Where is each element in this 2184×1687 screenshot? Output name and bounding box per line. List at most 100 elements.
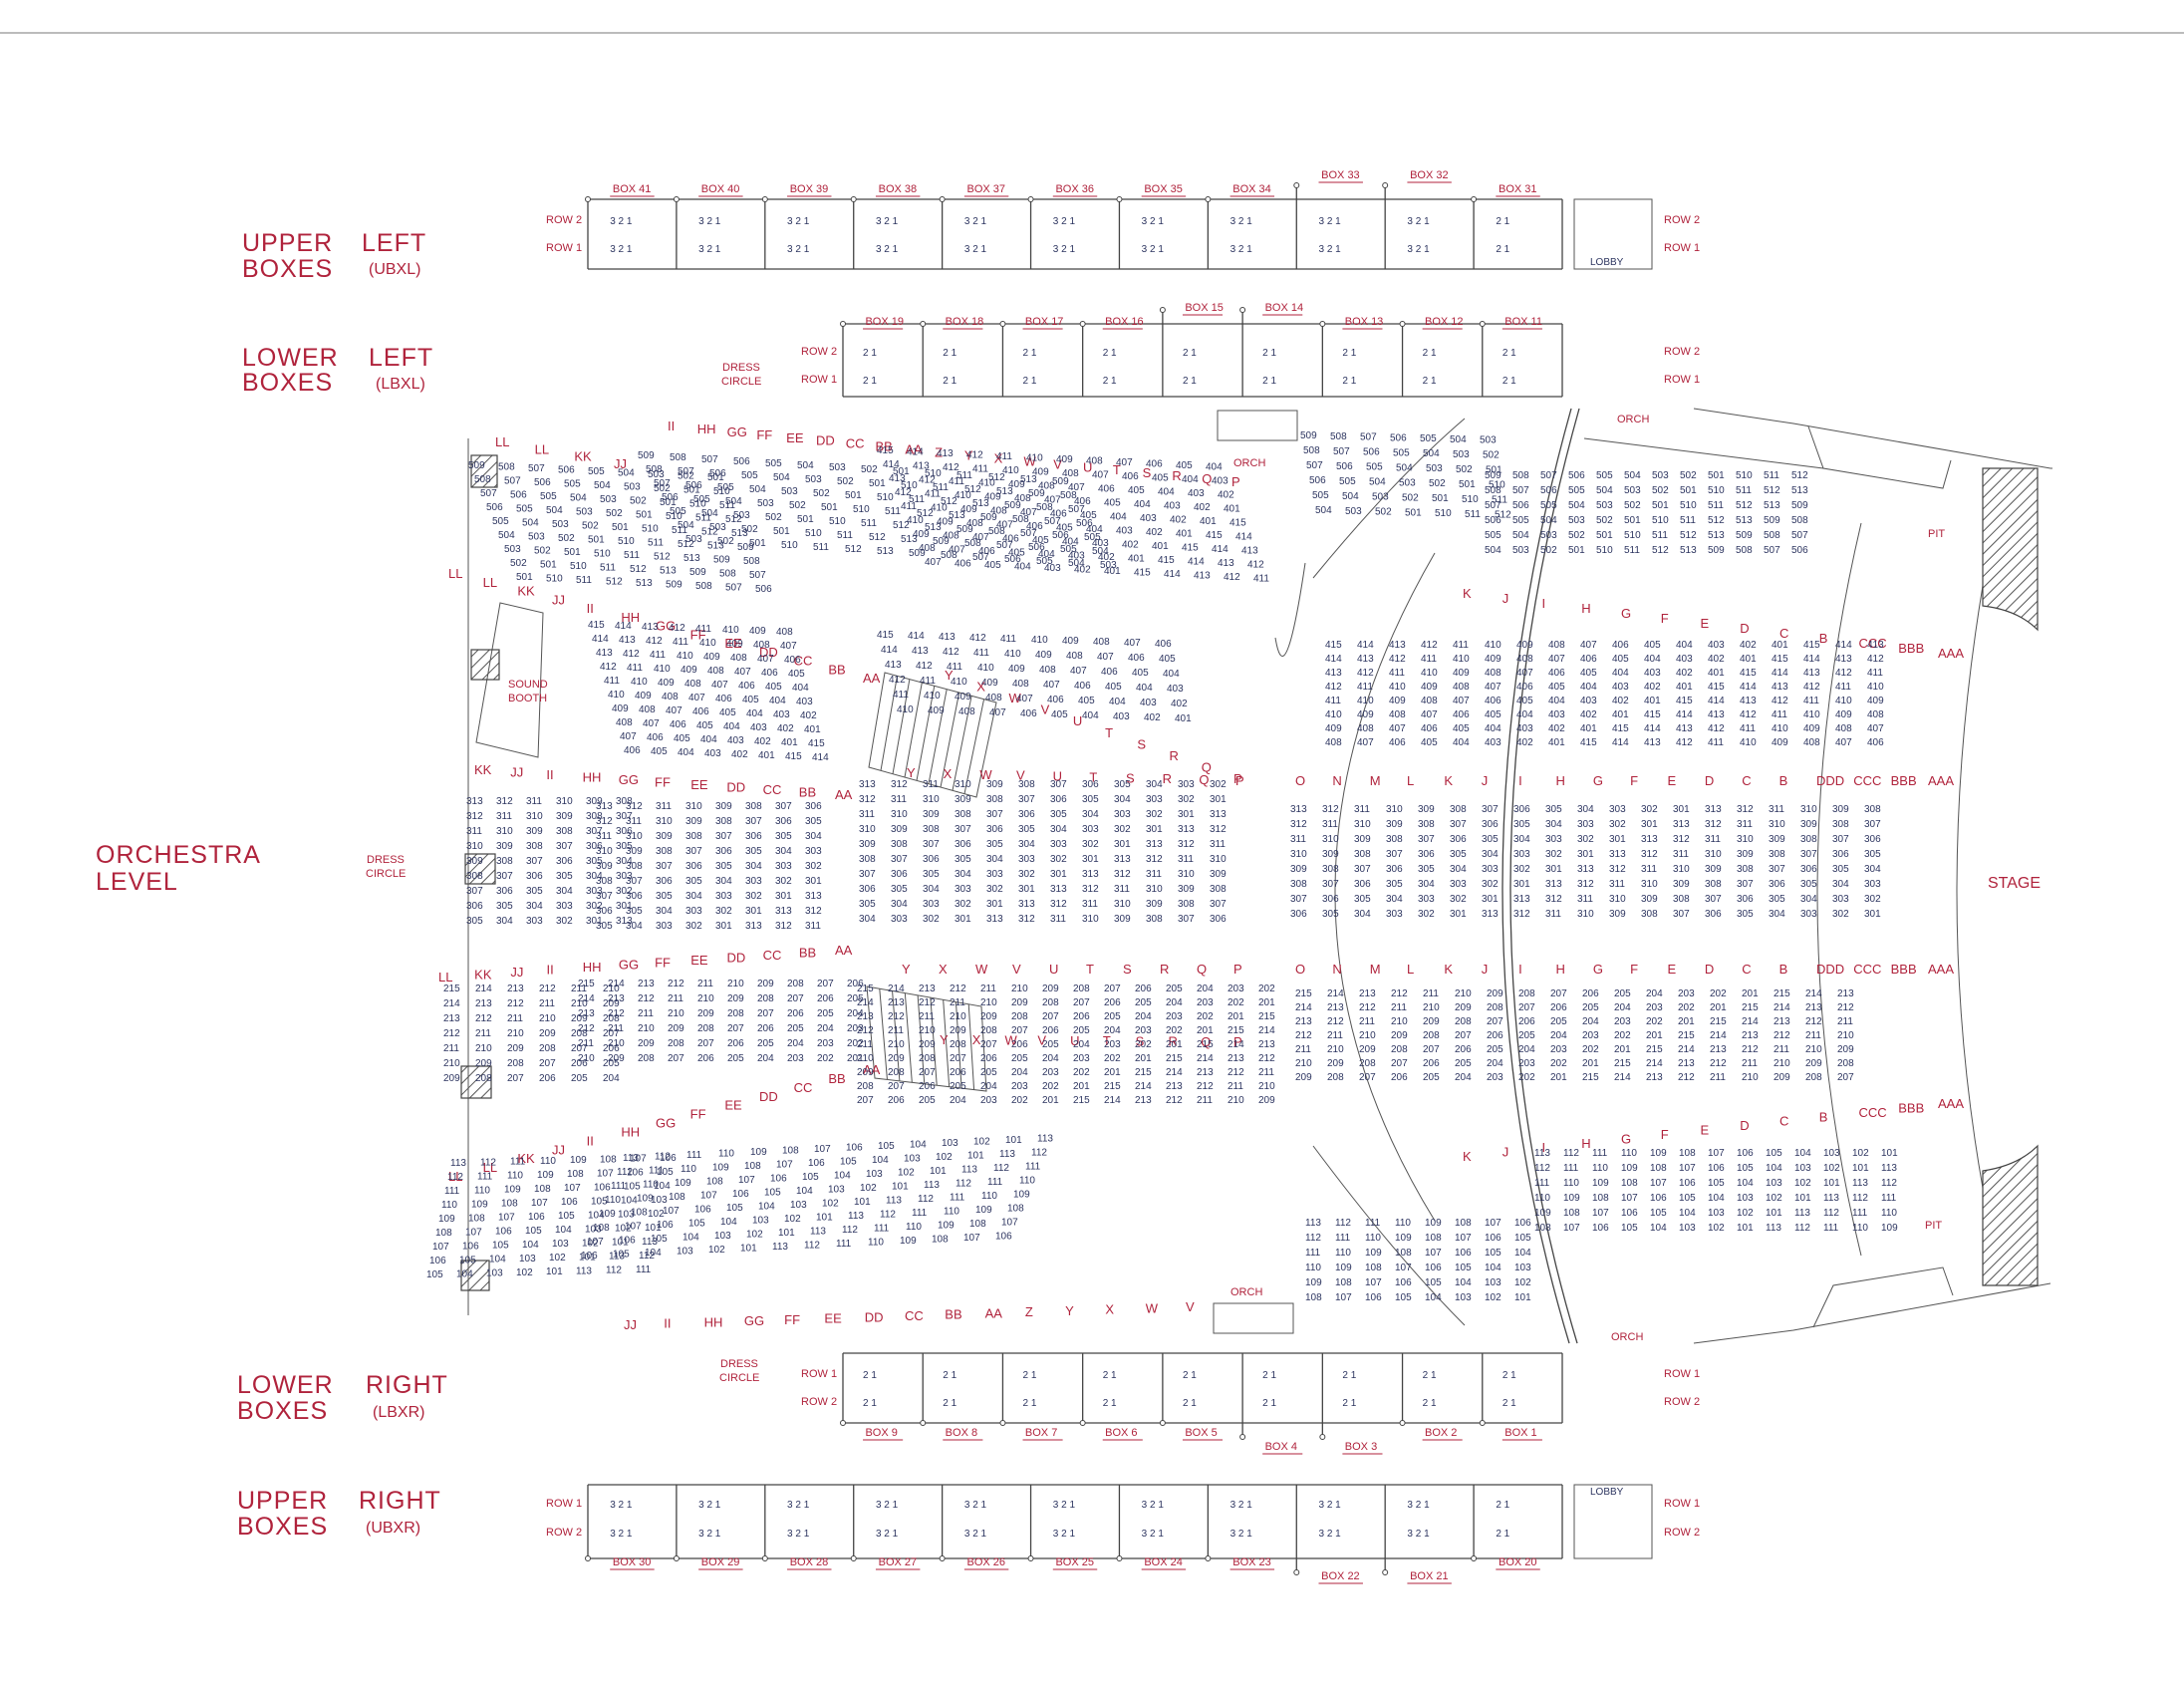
seat-300-center: 307 — [891, 854, 908, 865]
seat-300-right: 302 — [1641, 804, 1658, 815]
seat-400-upper: 412 — [1247, 560, 1264, 571]
seat-100-left: 107 — [630, 1154, 647, 1165]
box-post — [1239, 307, 1246, 313]
row-letter-right-lower: O — [1295, 962, 1305, 977]
seat-200-right: 215 — [1295, 988, 1312, 999]
seat-400-upper: 406 — [1074, 496, 1091, 507]
seat-500-right: 504 — [1396, 462, 1413, 473]
dress-circle-mid-2: CIRCLE — [366, 868, 406, 880]
pit-label-bottom: PIT — [1925, 1220, 1942, 1232]
seat-500-far-right: 501 — [1596, 530, 1613, 541]
seat-500-center: 502 — [741, 524, 758, 535]
seat-100-left: 108 — [600, 1154, 617, 1165]
seat-300-left: 302 — [586, 901, 603, 912]
row-letter-center-a: W — [1008, 691, 1021, 705]
row-letter-bottom: Y — [1065, 1303, 1074, 1318]
seat-100-left: 103 — [585, 1224, 602, 1235]
seat-300-left: 309 — [466, 856, 483, 867]
seat-500-far-right: 512 — [1736, 500, 1753, 511]
seat-400-left: 406 — [624, 745, 641, 756]
seat-500-left: 512 — [654, 552, 671, 563]
seat-400-upper: 407 — [949, 545, 965, 556]
seat-400-right: 407 — [1357, 737, 1374, 748]
row-letter-right-bottom: BBB — [1898, 1100, 1924, 1115]
seat-200-center: 209 — [1011, 997, 1028, 1008]
row-letter-lower-mid: FF — [690, 1107, 706, 1122]
row-letter-center-c: U — [1049, 962, 1058, 977]
seat-100-right-lower: 104 — [1455, 1277, 1472, 1288]
seat-300-right: 301 — [1513, 879, 1530, 890]
seat-300-right: 303 — [1418, 894, 1435, 905]
seat-500-left: 512 — [630, 564, 647, 575]
seat-300-left: 311 — [526, 796, 542, 807]
row-letter-right-upper: CCC — [1853, 773, 1881, 788]
seat-400-center: 409 — [1008, 664, 1025, 675]
box-seats-row-a: 2 1 — [1262, 1370, 1276, 1381]
seat-400-upper: 405 — [1032, 535, 1049, 546]
seat-200-right: 214 — [1327, 988, 1344, 999]
box-post — [1471, 196, 1478, 202]
seat-500-center: 507 — [1044, 516, 1061, 527]
seat-200-center: 202 — [1258, 984, 1275, 994]
seat-300-mid-left: 306 — [596, 906, 613, 917]
seat-300-center: 304 — [923, 884, 940, 895]
box-post — [761, 1555, 768, 1561]
dress-circle-top-2: CIRCLE — [721, 376, 761, 388]
seat-400-left: 402 — [800, 710, 817, 721]
seat-400-upper: 401 — [1128, 554, 1145, 565]
seat-500-left: 505 — [588, 466, 605, 477]
seat-100-left: 106 — [660, 1153, 677, 1164]
seat-200-left: 214 — [475, 984, 492, 994]
seat-100-far-right: 110 — [1592, 1163, 1608, 1174]
seat-500-center: 505 — [741, 470, 758, 481]
seat-400-center: 403 — [1140, 698, 1157, 708]
seat-400-right: 404 — [1516, 709, 1533, 720]
box-seats-row-b: 3 2 1 — [787, 244, 810, 255]
seat-300-mid-left: 311 — [596, 831, 612, 842]
seat-400-right: 414 — [1612, 737, 1629, 748]
box-post — [1471, 1555, 1478, 1561]
seat-300-center: 301 — [1050, 869, 1067, 880]
seat-200-center: 214 — [1228, 1039, 1244, 1050]
seat-300-left: 311 — [496, 811, 512, 822]
seat-300-mid-left: 310 — [626, 831, 643, 842]
seat-500-far-right: 512 — [1708, 515, 1725, 526]
seat-500-center: 511 — [861, 518, 877, 529]
seat-300-center: 305 — [859, 899, 876, 910]
seat-300-center: 313 — [859, 779, 876, 790]
seat-200-center: 208 — [1073, 984, 1090, 994]
lobby-label: LOBBY — [1590, 257, 1624, 268]
seat-100-far-right: 102 — [1737, 1208, 1754, 1219]
seat-500-left: 507 — [528, 463, 545, 474]
seat-300-mid-left: 306 — [656, 876, 673, 887]
seat-400-right: 405 — [1548, 682, 1565, 693]
seat-300-center: 308 — [986, 794, 1003, 805]
seat-400-right: 413 — [1803, 668, 1820, 679]
orch-label-top-right: ORCH — [1617, 414, 1649, 425]
seat-100-center: 108 — [932, 1235, 949, 1246]
seat-100-center: 106 — [657, 1220, 674, 1231]
seat-300-mid-left: 310 — [596, 846, 613, 857]
box-label: BOX 31 — [1499, 183, 1537, 195]
orch-label-bottom-right: ORCH — [1611, 1331, 1643, 1343]
row-letter-center-bottom: KK — [474, 968, 492, 983]
seat-300-center: 304 — [955, 869, 971, 880]
seat-400-center: 409 — [928, 705, 945, 716]
seat-100-far-right: 101 — [1737, 1223, 1754, 1234]
seat-200-center: 211 — [950, 997, 965, 1008]
row-letter-right-upper: I — [1518, 773, 1522, 788]
seat-100-left: 112 — [480, 1157, 496, 1168]
seat-400-upper: 402 — [1074, 565, 1091, 576]
seat-200-right: 205 — [1550, 1016, 1567, 1027]
seat-200-mid-left: 213 — [638, 979, 655, 989]
seat-300-right: 301 — [1609, 834, 1626, 845]
seat-300-right: 306 — [1290, 909, 1307, 920]
seat-500-right: 511 — [1492, 495, 1507, 506]
seat-200-right: 203 — [1518, 1058, 1535, 1069]
seat-100-left: 110 — [540, 1156, 556, 1167]
box-label: BOX 7 — [1025, 1427, 1057, 1439]
seat-400-upper: 403 — [1044, 563, 1061, 574]
seat-200-center: 208 — [888, 1067, 905, 1078]
seat-100-far-right: 108 — [1650, 1163, 1667, 1174]
seat-200-center: 203 — [1011, 1081, 1028, 1092]
